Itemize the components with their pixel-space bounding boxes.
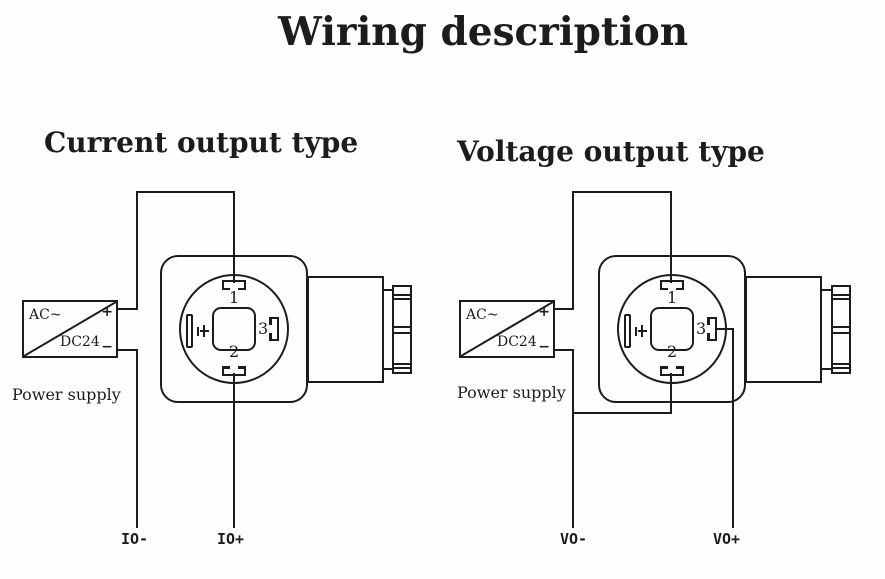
wire-top-horizontal [572,191,672,193]
pin2-contact [222,366,246,376]
pin3-contact [707,317,717,341]
gland-thread-line [394,294,410,296]
pin1-label: 1 [667,288,678,307]
wire-minus-to-io-negative [136,349,138,528]
wire-minus-to-vo-negative [572,349,574,528]
wire-to-pin1 [233,191,235,283]
page-title: Wiring description [278,9,689,55]
power-supply-diagonal [24,302,116,356]
earth-symbol-tick [635,327,637,336]
power-supply-box: AC~ DC24 + − [22,300,118,358]
earth-symbol-tick [197,327,199,336]
output-label-positive: VO+ [713,530,741,548]
ac-label: AC~ [29,307,62,323]
wire-minus-stub [116,349,138,351]
wire-plus-stub [553,308,574,310]
cable-gland [831,285,851,374]
wire-plus-stub [116,308,138,310]
gland-stub-top [384,289,393,291]
diagram-heading-current: Current output type [44,126,359,159]
gland-thread-line [833,363,849,365]
gland-stub-bottom [822,368,831,370]
earth-contact-bar [186,314,193,348]
pin1-label: 1 [229,288,240,307]
pin1-contact [222,280,246,290]
power-supply-caption: Power supply [457,383,566,402]
output-label-negative: VO- [560,530,588,548]
power-supply-diagonal [461,302,553,356]
gland-stub-top [822,289,831,291]
gland-thread-line [394,367,410,369]
gland-thread-line [394,363,410,365]
gland-stub-bottom [384,368,393,370]
dc-label: DC24 [497,334,537,350]
earth-symbol-cross-v [203,325,205,337]
minus-terminal-label: − [538,339,550,355]
minus-terminal-label: − [101,339,113,355]
wire-minus-to-pin2-link [572,412,672,414]
earth-contact-bar [624,314,631,348]
ac-label: AC~ [466,307,499,323]
gland-thread-line [394,298,410,300]
diagram-heading-voltage: Voltage output type [457,135,765,168]
pin3-contact [269,317,279,341]
plus-terminal-label: + [538,304,550,320]
pin2-label: 2 [229,342,240,361]
cable-gland [392,285,412,374]
wire-pin2-to-io-positive [233,373,235,528]
dc-label: DC24 [60,334,100,350]
output-label-negative: IO- [121,530,149,548]
pin3-label: 3 [258,319,269,338]
wire-pin2-vertical [670,373,672,414]
earth-symbol-cross-v [641,325,643,337]
connector-center-key [650,307,694,351]
output-label-positive: IO+ [217,530,245,548]
pin3-label: 3 [696,319,707,338]
gland-thread-line [833,326,849,328]
cable-body [745,276,822,383]
connector-face-circle [179,274,289,384]
gland-thread-line [833,332,849,334]
pin2-contact [660,366,684,376]
wire-plus-vertical [572,191,574,310]
gland-thread-line [833,367,849,369]
pin2-label: 2 [667,342,678,361]
gland-thread-line [833,294,849,296]
pin1-contact [660,280,684,290]
power-supply-box: AC~ DC24 + − [459,300,555,358]
wire-pin3-to-vo-positive [732,328,734,528]
plus-terminal-label: + [101,304,113,320]
connector-face-circle [617,274,727,384]
wire-minus-stub [553,349,574,351]
power-supply-caption: Power supply [12,385,121,404]
wire-plus-vertical [136,191,138,310]
cable-body [307,276,384,383]
wire-top-horizontal [136,191,235,193]
wire-to-pin1 [670,191,672,283]
gland-thread-line [833,298,849,300]
connector-center-key [212,307,256,351]
gland-thread-line [394,326,410,328]
gland-thread-line [394,332,410,334]
